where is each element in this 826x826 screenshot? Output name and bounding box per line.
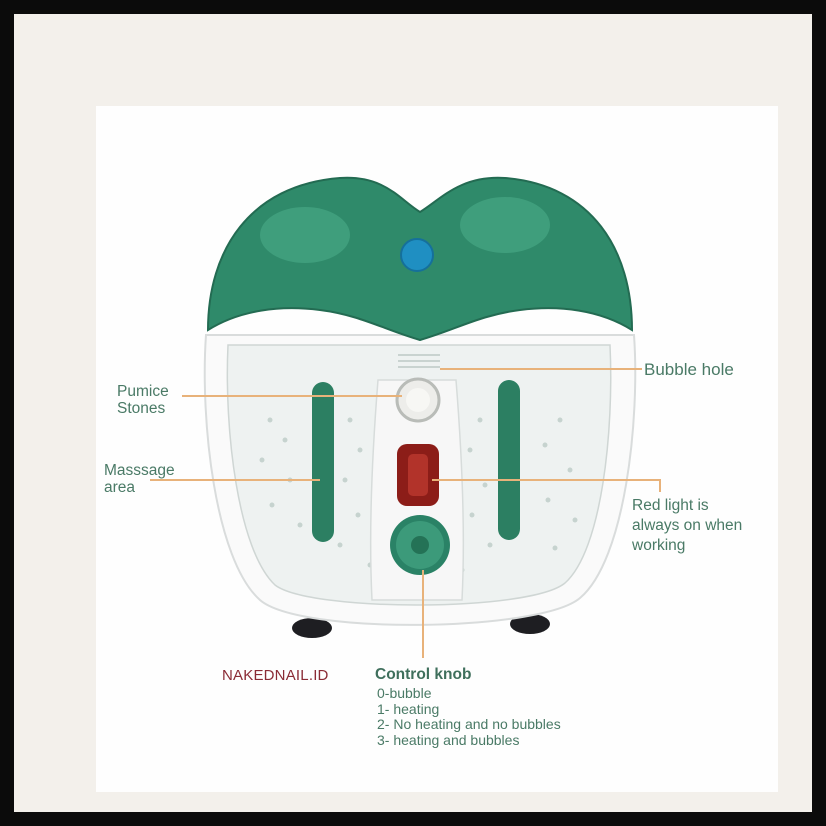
bubble-button bbox=[400, 238, 434, 272]
knob-mode-item: 0-bubble bbox=[377, 685, 432, 701]
right-foot-rest bbox=[460, 197, 550, 253]
right-massage-strip bbox=[498, 380, 520, 540]
massage-texture bbox=[259, 417, 578, 573]
red-light-inner bbox=[408, 454, 428, 496]
brand-watermark: NAKEDNAIL.ID bbox=[222, 667, 329, 684]
right-wheel bbox=[510, 614, 550, 634]
knob-mode-item: 2- No heating and no bubbles bbox=[377, 716, 561, 732]
red-light-label: Red light is always on when working bbox=[632, 497, 743, 554]
left-massage-strip bbox=[312, 382, 334, 542]
bubble-hole-vents bbox=[398, 354, 440, 368]
bubble-hole-label: Bubble hole bbox=[644, 360, 734, 379]
knob-mode-item: 1- heating bbox=[377, 700, 440, 717]
control-knob bbox=[390, 515, 450, 575]
knob-mode-item: 3- heating and bubbles bbox=[377, 731, 520, 748]
pumice-stones-label: Pumice Stones bbox=[117, 383, 169, 417]
massage-area-label: Masssage area bbox=[104, 462, 175, 496]
control-knob-modes: 0-bubble 1- heating 2- No heating and no… bbox=[377, 685, 561, 748]
pumice-stone-center bbox=[406, 388, 430, 412]
left-foot-rest bbox=[260, 207, 350, 263]
control-knob-title: Control knob bbox=[375, 666, 472, 683]
leader-lines bbox=[150, 368, 661, 658]
left-wheel bbox=[292, 618, 332, 638]
